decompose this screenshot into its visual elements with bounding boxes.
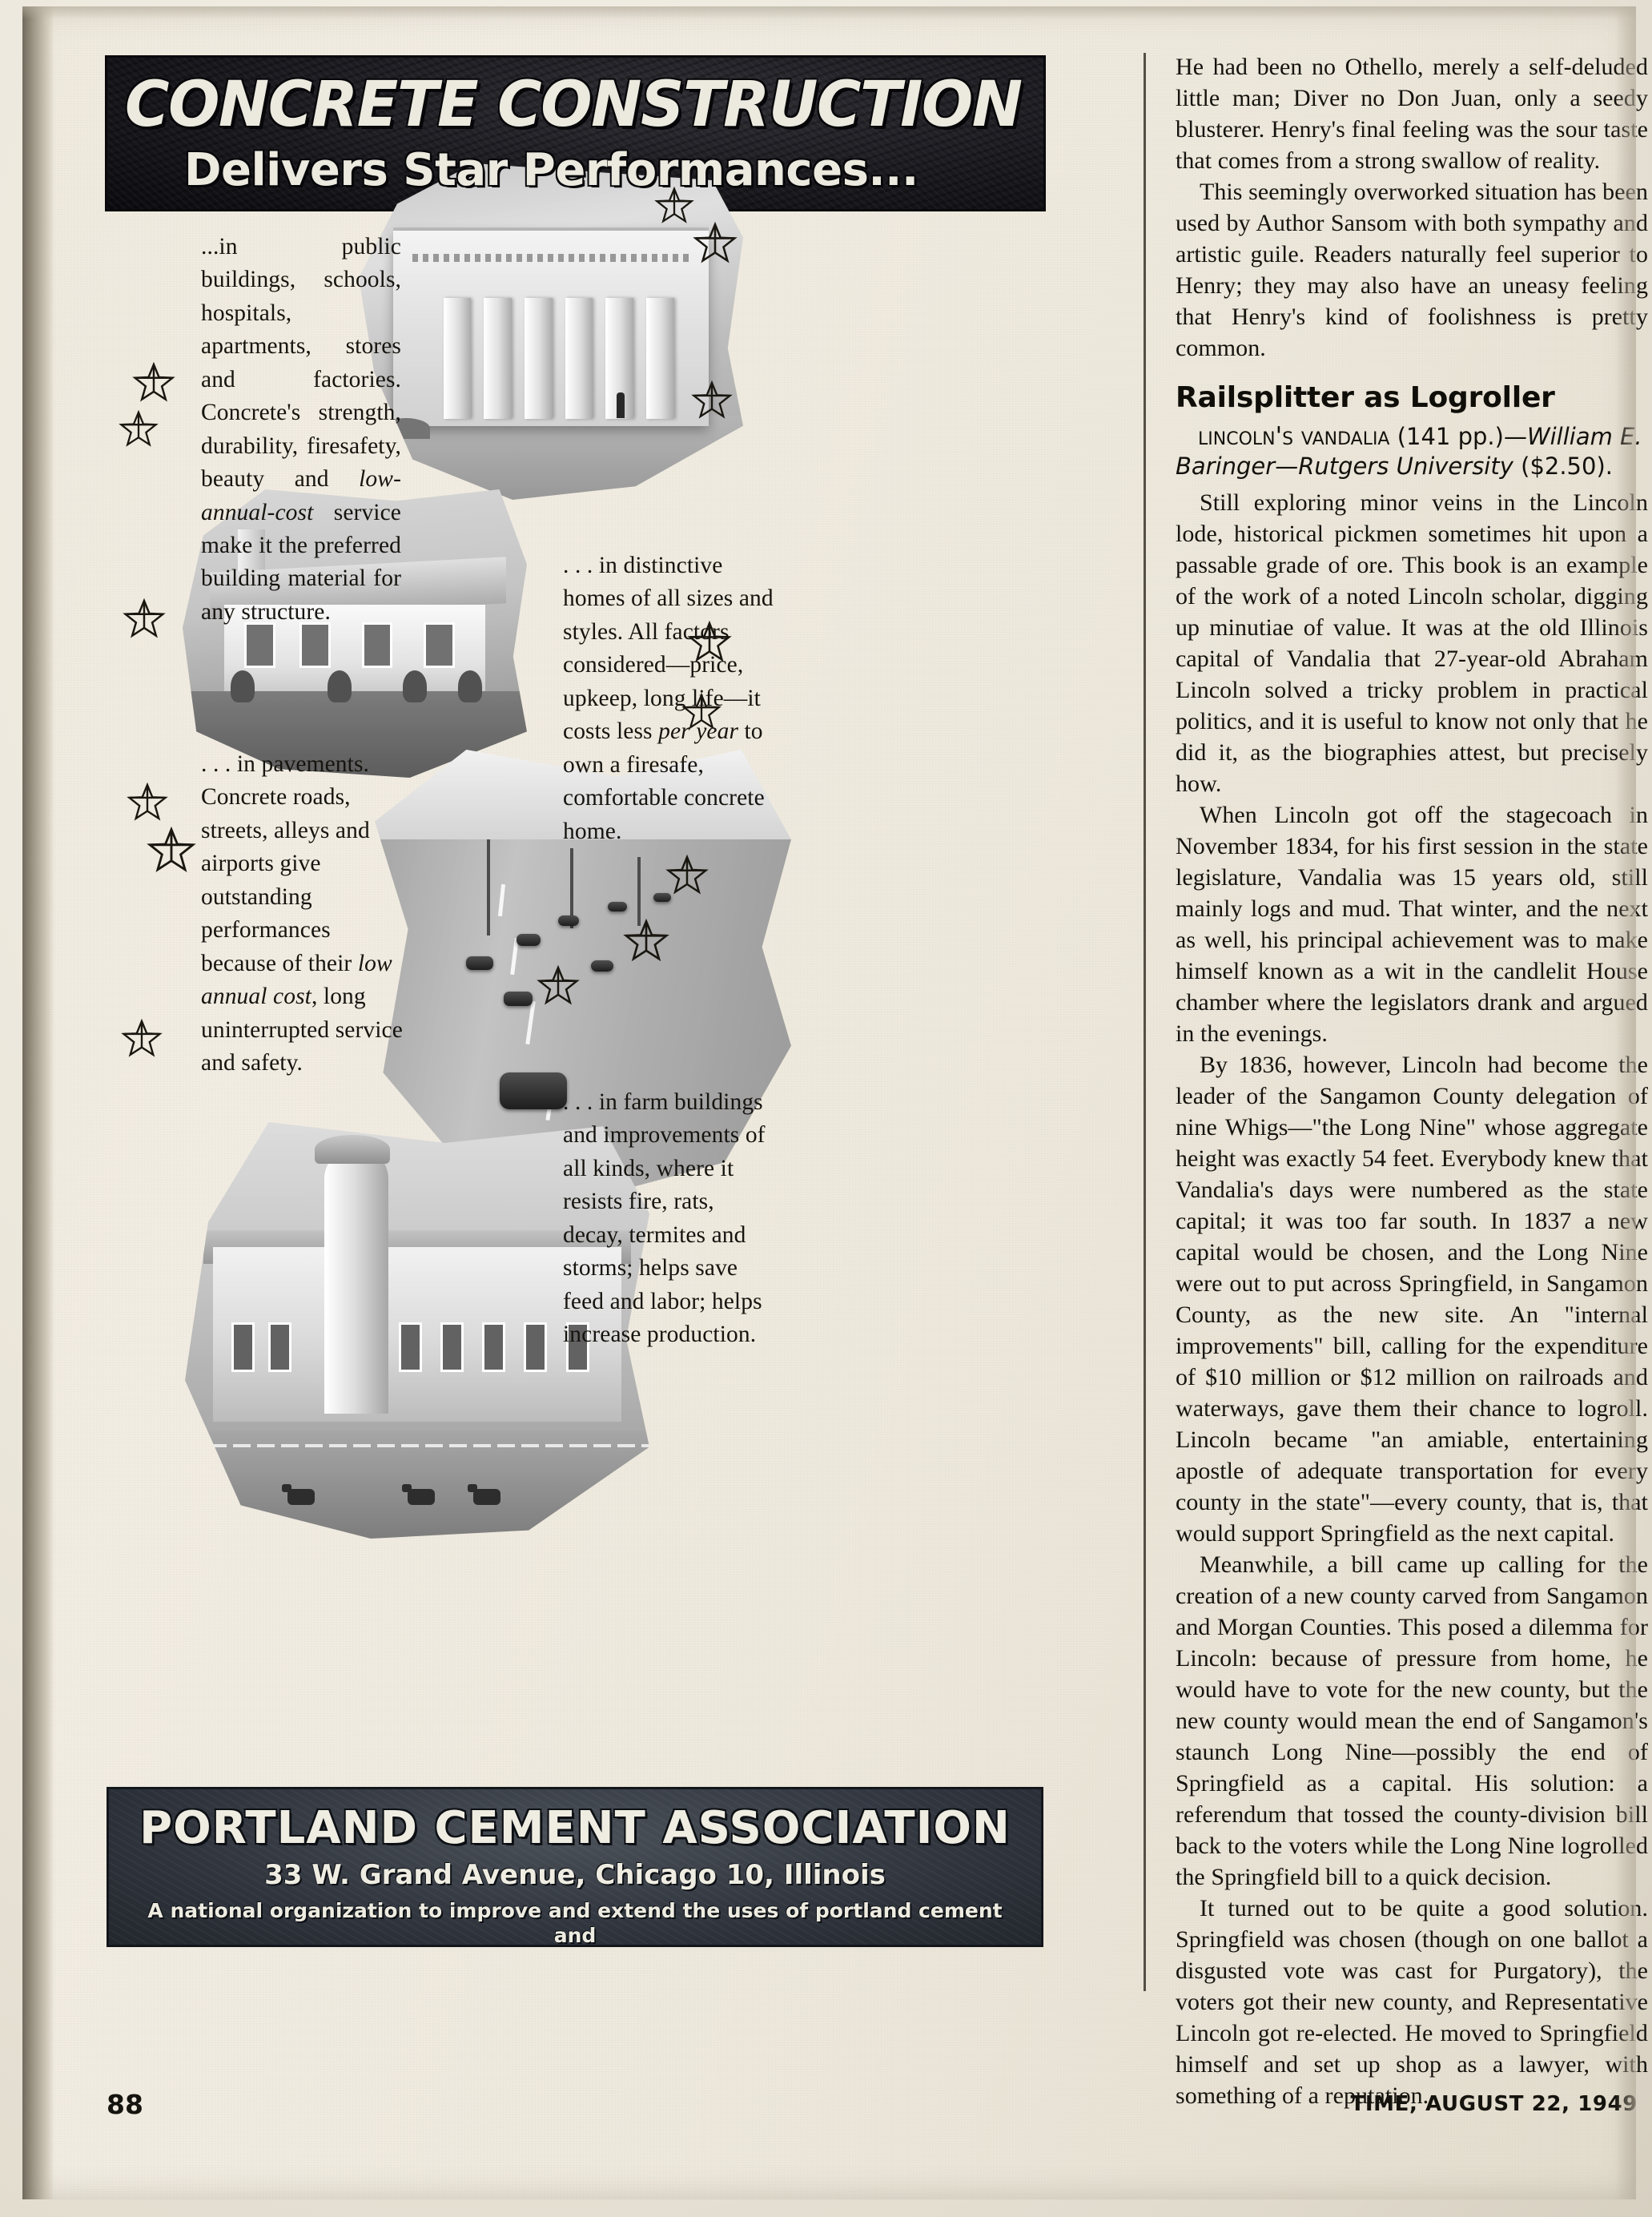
building-pillars <box>443 298 674 420</box>
article-body-paragraph: When Lincoln got off the stagecoach in N… <box>1176 802 1648 1048</box>
advertiser-signature-panel: PORTLAND CEMENT ASSOCIATION 33 W. Grand … <box>107 1787 1043 1947</box>
advertiser-tagline-line1: A national organization to improve and e… <box>147 1899 1003 1947</box>
star-icon <box>665 854 709 897</box>
advertiser-organization-name: PORTLAND CEMENT ASSOCIATION <box>139 1802 1011 1854</box>
farm-silo <box>324 1147 388 1414</box>
book-review-article: He had been no Othello, merely a self-de… <box>1176 51 1648 2111</box>
ad-copy-homes: . . . in distinctive homes of all sizes … <box>563 553 774 844</box>
advertiser-tagline: A national organization to improve and e… <box>139 1899 1011 1947</box>
ad-banner-subtitle: Delivers Star Performances... <box>184 144 918 196</box>
star-icon <box>687 620 732 665</box>
star-icon <box>691 380 733 421</box>
ad-copy-public-buildings: ...in public buildings, schools, hospita… <box>201 234 401 625</box>
public-building-photo <box>359 163 743 500</box>
star-icon <box>121 1018 163 1060</box>
ad-banner: CONCRETE CONSTRUCTION Delivers Star Perf… <box>105 55 1046 211</box>
star-icon <box>654 186 694 226</box>
binding-gutter-shadow <box>22 6 54 2199</box>
book-publisher: Rutgers University <box>1298 452 1513 480</box>
portland-cement-advertisement: CONCRETE CONSTRUCTION Delivers Star Perf… <box>98 45 1127 2023</box>
article-body-paragraph: Meanwhile, a bill came up calling for th… <box>1176 1551 1648 1891</box>
star-icon <box>623 918 669 964</box>
book-page-count: (141 pp.) <box>1397 423 1504 450</box>
star-icon <box>681 692 721 732</box>
star-icon <box>127 782 168 823</box>
star-icon <box>132 361 175 404</box>
page-number: 88 <box>107 2089 143 2120</box>
building-pedestrian-figure <box>616 392 625 418</box>
farm-silo-cap <box>315 1134 391 1164</box>
top-edge-shadow <box>22 6 1636 19</box>
concrete-house-photo <box>183 489 527 778</box>
right-edge-shadow <box>1615 6 1636 2199</box>
article-body-paragraph: Still exploring minor veins in the Linco… <box>1176 489 1648 798</box>
article-continued-paragraph: He had been no Othello, merely a self-de… <box>1176 54 1648 174</box>
building-inscription <box>412 254 689 263</box>
article-headline: Railsplitter as Logroller <box>1176 381 1555 414</box>
star-icon <box>693 221 738 266</box>
star-icon <box>537 964 580 1008</box>
star-icon <box>123 598 166 641</box>
ad-copy-farm-buildings: . . . in farm buildings and improvements… <box>563 1089 766 1348</box>
farm-barn-silo-photo <box>185 1122 649 1539</box>
article-continued-paragraph: This seemingly overworked situation has … <box>1176 179 1648 361</box>
farm-fence <box>185 1443 649 1447</box>
book-title: Lincoln's Vandalia <box>1198 422 1390 451</box>
advertiser-address: 33 W. Grand Avenue, Chicago 10, Illinois <box>264 1859 886 1891</box>
star-icon <box>147 826 196 875</box>
book-citation: Lincoln's Vandalia (141 pp.)—William E. … <box>1176 422 1642 480</box>
article-body-paragraph: By 1836, however, Lincoln had become the… <box>1176 1052 1648 1547</box>
page-content: CONCRETE CONSTRUCTION Delivers Star Perf… <box>98 45 1648 2191</box>
ad-banner-title: CONCRETE CONSTRUCTION <box>125 69 1023 141</box>
paper-sheet: CONCRETE CONSTRUCTION Delivers Star Perf… <box>22 6 1648 2199</box>
book-price: ($2.50). <box>1521 452 1613 480</box>
column-divider-rule <box>1144 53 1146 1991</box>
ad-copy-pavements: . . . in pavements. Concrete roads, stre… <box>201 751 403 1076</box>
article-body-paragraph: It turned out to be quite a good solutio… <box>1176 1895 1648 2110</box>
star-icon <box>119 409 159 449</box>
issue-date-line: TIME, AUGUST 22, 1949 <box>1350 2092 1638 2116</box>
